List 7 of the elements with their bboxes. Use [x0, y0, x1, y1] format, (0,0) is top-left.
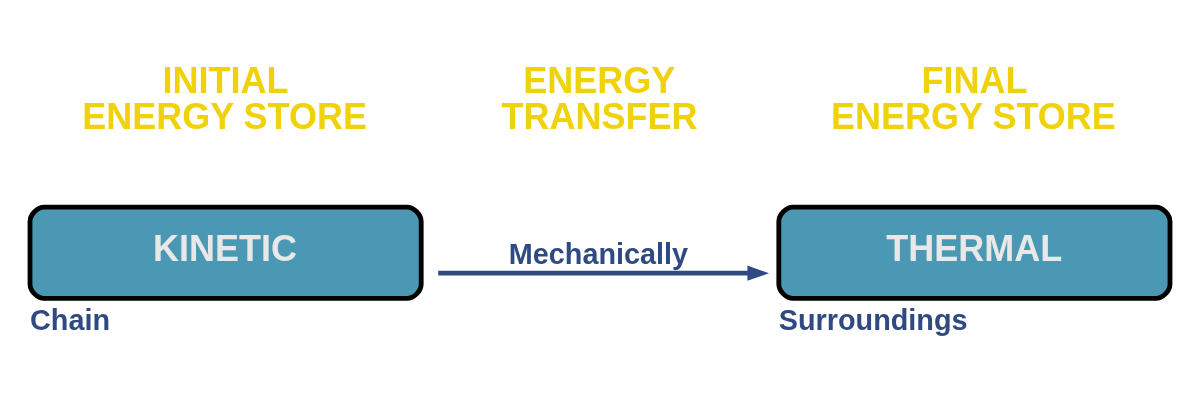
node-label: Chain	[30, 303, 110, 336]
label: FINAL ENERGY STORE	[831, 60, 1116, 138]
node-label: Surroundings	[778, 303, 968, 336]
label: INITIAL ENERGY STORE	[82, 60, 367, 138]
label: ENERGY TRANSFER	[501, 60, 698, 138]
edge-label: Mechanically	[508, 237, 689, 270]
arrow	[438, 265, 770, 281]
